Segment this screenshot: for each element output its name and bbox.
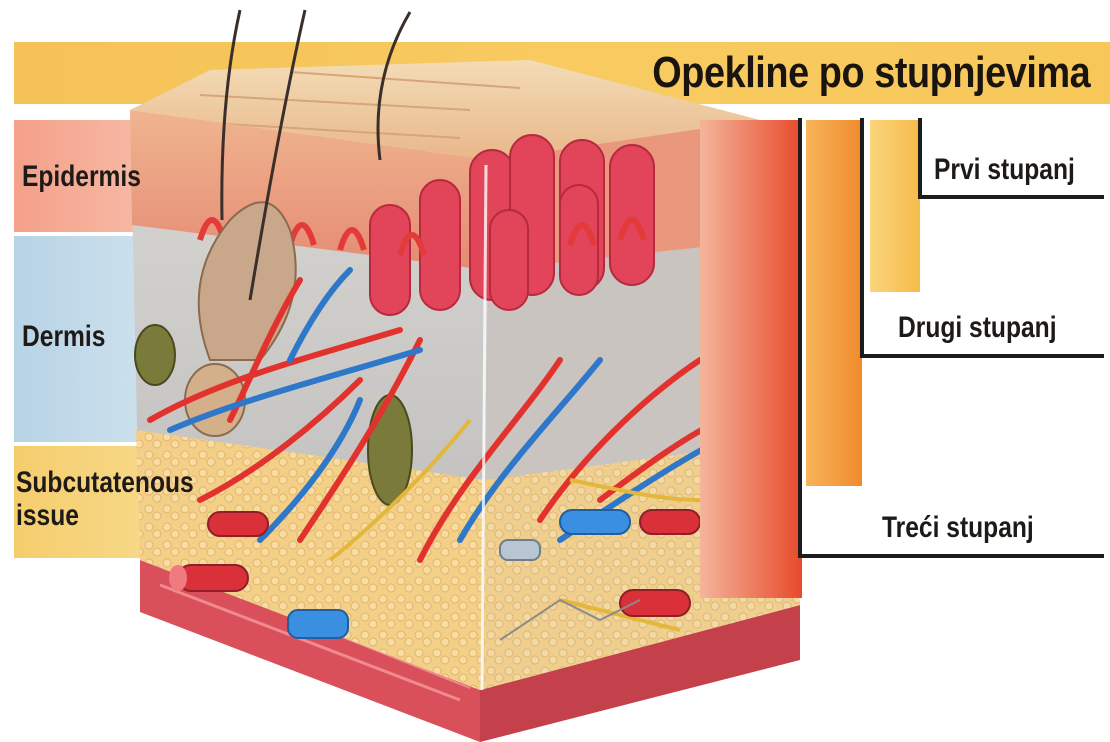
- label-third-degree: Treći stupanj: [882, 511, 1034, 545]
- label-subcutaneous-line2: issue: [16, 499, 262, 532]
- label-epidermis: Epidermis: [22, 160, 141, 193]
- first-degree-depth-bar: [870, 120, 920, 292]
- second-degree-depth-bar: [806, 120, 862, 486]
- label-first-degree: Prvi stupanj: [934, 153, 1075, 187]
- third-degree-depth-bar: [700, 120, 802, 598]
- label-subcutaneous: Subcutatenous issue: [16, 466, 262, 532]
- label-second-degree: Drugi stupanj: [898, 311, 1057, 345]
- label-subcutaneous-line1: Subcutatenous: [16, 466, 262, 499]
- label-dermis: Dermis: [22, 320, 105, 353]
